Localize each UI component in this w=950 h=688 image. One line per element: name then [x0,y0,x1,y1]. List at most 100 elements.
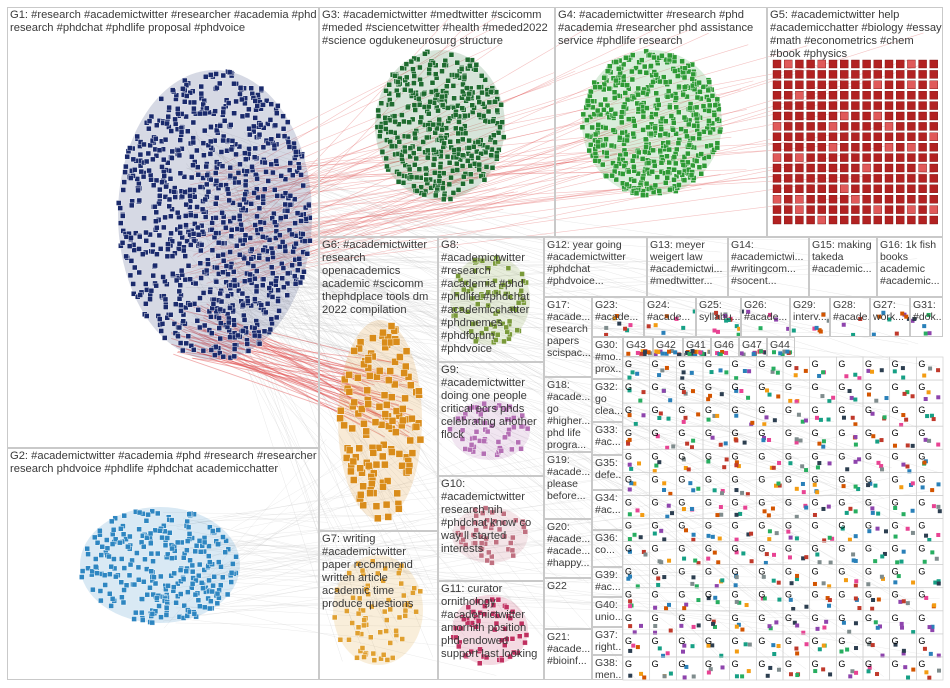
edge [221,239,751,411]
node-mark [926,390,931,395]
small-group-label: G [678,451,685,461]
small-group-label: G [812,567,819,577]
node-mark [847,388,852,393]
small-group-label: G [705,590,712,600]
node-mark [930,624,935,629]
node-mark [812,482,817,487]
small-group-label: G [892,613,899,623]
node-mark [683,528,688,533]
node-mark [788,461,793,466]
node-mark [901,462,906,467]
edge [244,213,820,328]
small-group-label: G [625,521,632,531]
group-pane-g27: G27: work... [870,297,910,337]
edge [198,325,377,417]
node-mark [795,623,800,628]
group-label-g20: G20: #acade... #acade... #happy... [547,521,591,569]
node-mark [122,169,128,175]
group-label-g24: G24: #acade... [647,299,691,323]
node-mark [803,368,808,373]
node-mark [821,370,826,375]
node-mark [821,439,826,444]
node-mark [853,435,858,440]
node-mark [691,438,696,443]
node-mark [767,537,772,542]
edge [206,64,922,284]
node-mark [822,538,827,543]
edge [240,260,788,674]
group-label-g7: G7: writing #academictwitter paper recom… [322,533,414,610]
group-pane-g15: G15: making takeda #academic... [809,237,877,297]
node-mark [796,412,801,417]
node-mark [742,368,747,373]
node-mark [643,552,648,557]
node-mark [866,368,871,373]
edge [228,259,704,274]
node-mark [804,505,809,510]
small-group-label: G [918,613,925,623]
node-mark [690,389,695,394]
node-mark [749,531,754,536]
small-group-label: G [918,428,925,438]
small-group-label: G [838,590,845,600]
node-mark [936,653,941,658]
node-mark [812,581,817,586]
small-group-label: G [678,613,685,623]
node-mark [893,642,898,647]
edge [223,515,328,523]
edge [162,530,804,622]
node-mark [740,490,745,495]
node-mark [801,490,806,495]
node-mark [120,187,126,193]
node-mark [794,486,799,491]
small-group-label: G [678,544,685,554]
node-mark [712,488,717,493]
node-mark [765,388,770,393]
small-group-label: G [652,567,659,577]
node-mark [665,514,670,519]
edge [188,254,495,624]
node-mark [708,393,713,398]
node-mark [901,549,906,554]
edge [229,544,927,546]
small-group-label: G [652,382,659,392]
node-mark [870,606,875,611]
group-label-g34: G34: #ac... [595,492,621,516]
edge [218,80,754,209]
node-mark [936,368,941,373]
edge [200,147,552,496]
edge [178,470,825,550]
node-mark [691,537,696,542]
edge [215,302,851,394]
node-mark [844,510,849,515]
small-group-label: G [838,451,845,461]
edge [177,351,390,398]
edge [197,24,594,258]
node-mark [905,526,910,531]
node-mark [681,390,686,395]
node-mark [762,596,767,601]
edge [185,144,379,657]
group-label-g41: G41 [686,339,706,351]
small-group-label: G [838,428,845,438]
node-mark [876,460,881,465]
node-mark [662,487,667,492]
group-pane-g23: G23: #acade... [592,297,644,337]
node-mark [765,673,770,678]
node-mark [770,506,775,511]
edge [240,193,566,289]
node-mark [682,643,687,648]
node-mark [720,491,725,496]
node-mark [867,642,872,647]
node-mark [826,417,831,422]
node-mark [708,667,713,672]
node-mark [641,549,646,554]
node-mark [691,674,696,679]
node-mark [734,550,739,555]
node-mark [875,672,880,677]
node-mark [171,321,178,327]
node-mark [690,644,695,649]
small-group-label: G [838,521,845,531]
small-group-label: G [838,405,845,415]
node-mark [853,397,858,402]
